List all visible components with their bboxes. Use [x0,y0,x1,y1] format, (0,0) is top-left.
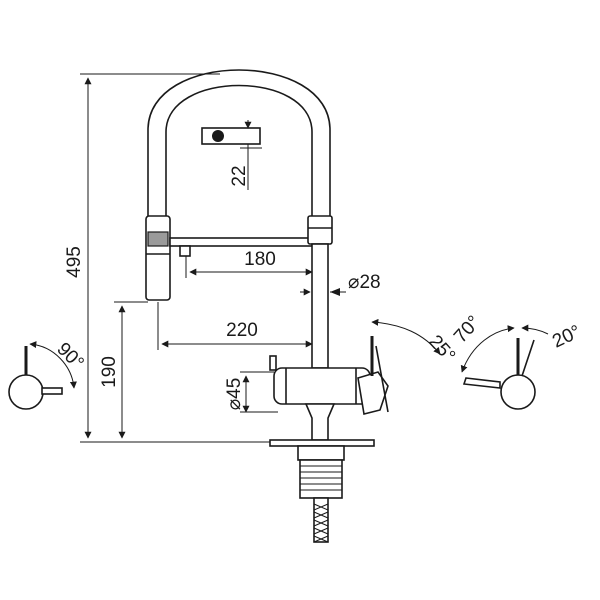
side-view-left: 90° [8,339,88,410]
filter-lever [269,355,277,371]
dim-28-text: ⌀28 [348,272,381,293]
dimension-190: 190 [99,301,148,439]
side-view-lever-side [41,387,63,395]
base-plate [269,439,375,447]
dim-22-text: 22 [229,165,250,186]
side-view-body [8,374,44,410]
spray-holder-tab [179,245,191,257]
dimension-220: 220 [157,302,313,350]
dimension-45: ⌀45 [224,371,278,413]
dim-220-text: 220 [226,320,258,341]
angle-70-text: 70° [450,312,485,347]
dimension-495: 495 [64,73,270,443]
dim-180-text: 180 [244,249,276,270]
spring-hose-outer [147,69,331,218]
shank-threads [300,465,342,491]
spray-holder-arm [169,237,313,247]
right-view-body [500,374,536,410]
hose-clip [201,127,261,145]
angle-20-text: 20° [549,321,584,352]
dim-45-text: ⌀45 [224,378,245,411]
dim-190-text: 190 [99,356,120,388]
dimension-28: ⌀28 [300,272,381,296]
hose-clip-hole [212,130,224,142]
column [311,243,329,369]
faucet-body [145,69,389,543]
body-neck [304,403,336,441]
spray-head-band [147,231,169,247]
hose-braid [313,503,329,543]
side-view-right: 70° 20° [450,312,584,410]
dimension-22: 22 [229,120,262,190]
column-collar [307,215,333,245]
dim-495-text: 495 [64,246,85,278]
mounting-nut [297,445,345,461]
spray-head [145,215,171,301]
dimension-180: 180 [185,249,313,278]
angle-90-text: 90° [52,339,87,374]
angle-25-indicator: 25° [371,318,459,367]
right-view-lever-70 [462,377,501,389]
lever-tilted-outline [375,345,389,413]
lever-base [357,371,389,415]
right-view-lever-20 [521,339,535,377]
spring-hose-inner [165,84,313,218]
